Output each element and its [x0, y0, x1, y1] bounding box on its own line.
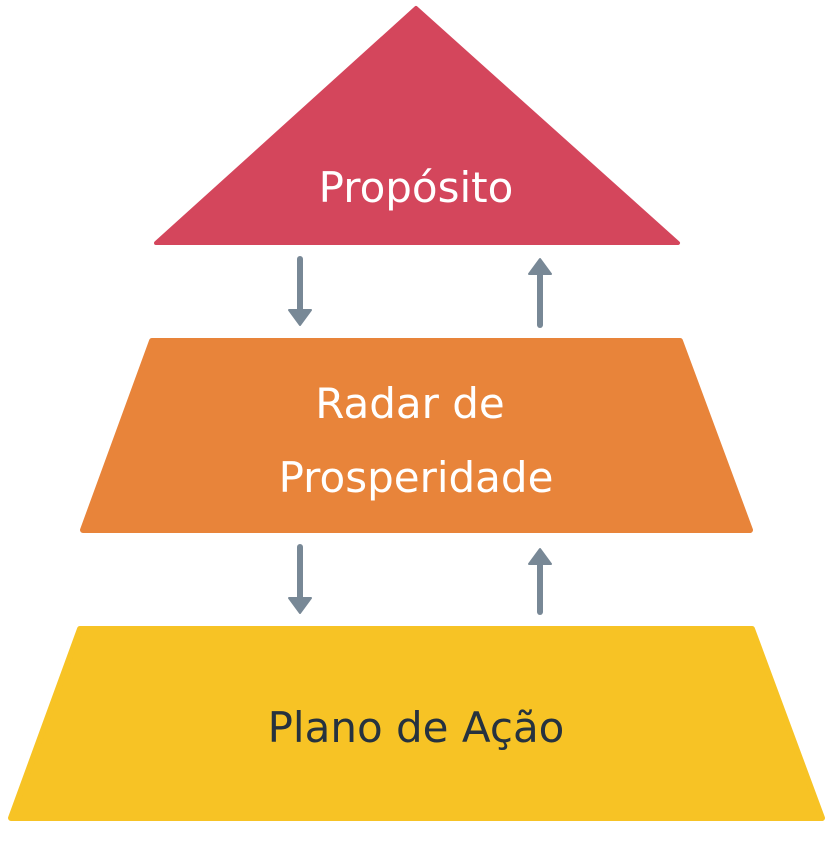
arrow-up-icon	[528, 548, 552, 615]
action-plan-label: Plano de Ação	[268, 703, 565, 752]
arrow-down-icon	[288, 544, 312, 614]
purpose-triangle	[154, 6, 680, 245]
purpose-label: Propósito	[319, 163, 514, 212]
prosperity-radar-trapezoid	[80, 338, 753, 533]
prosperity-radar-label-line2: Prosperidade	[279, 453, 554, 502]
prosperity-radar-label-line1: Radar de	[315, 379, 505, 428]
arrow-up-icon	[528, 258, 552, 328]
arrow-down-icon	[288, 256, 312, 326]
action-plan-trapezoid	[8, 626, 825, 821]
